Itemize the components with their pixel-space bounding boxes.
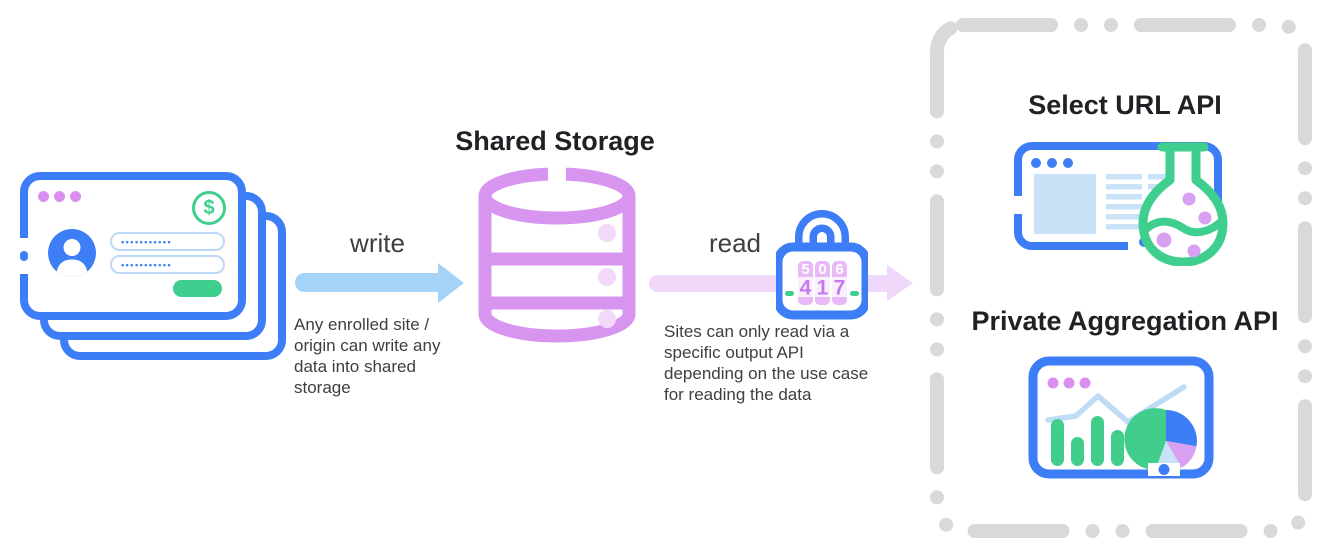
bar-chart-glyph — [1051, 416, 1124, 466]
write-arrow — [295, 273, 438, 292]
write-label: write — [350, 228, 405, 258]
dollar-icon: $ — [192, 191, 226, 225]
password-field[interactable]: ••••••••••• — [110, 232, 225, 251]
browser-card-front: $ ••••••••••• ••••••••••• — [20, 172, 246, 320]
submit-button[interactable] — [173, 280, 222, 297]
dial-top-digit: 0 — [818, 261, 826, 278]
read-label: read — [708, 228, 762, 258]
read-arrow-head-icon — [887, 265, 913, 301]
window-dot-icon — [70, 191, 81, 202]
write-arrow-head-icon — [438, 263, 464, 303]
dial-bottom-digit: 2 — [818, 303, 826, 320]
read-description: Sites can only read via a specific outpu… — [664, 322, 869, 404]
dial-top-digit: 6 — [835, 261, 843, 278]
select-url-api-title: Select URL API — [1028, 90, 1222, 120]
select-url-api-icon — [1012, 142, 1228, 266]
private-aggregation-api-title: Private Aggregation API — [971, 306, 1279, 336]
dial-digit: 1 — [817, 277, 829, 300]
write-description: Any enrolled site / origin can write any… — [294, 315, 441, 397]
experiment-flask-icon — [1138, 142, 1228, 266]
password-field-2[interactable]: ••••••••••• — [110, 255, 225, 274]
combination-lock-icon: 5 0 6 5 2 8 4 1 7 — [776, 210, 868, 320]
shared-storage-title: Shared Storage — [455, 126, 655, 156]
dollar-symbol: $ — [203, 196, 215, 219]
pie-chart-glyph — [1124, 408, 1197, 472]
output-apis-container — [930, 18, 1312, 538]
lock-dials: 5 0 6 5 2 8 4 1 7 — [785, 261, 859, 320]
database-icon — [478, 165, 636, 343]
dial-bottom-digit: 5 — [801, 303, 809, 320]
dial-digit: 7 — [834, 277, 846, 300]
dial-digit: 4 — [800, 277, 812, 300]
window-control-dots — [38, 191, 81, 202]
window-dot-icon — [38, 191, 49, 202]
dashboard-chart-icon — [1028, 356, 1214, 479]
card-border-dash-dot — [20, 251, 28, 261]
dial-bottom-digit: 8 — [835, 303, 843, 320]
cylinder-top-gap — [548, 165, 566, 182]
dial-top-digit: 5 — [801, 261, 809, 278]
user-avatar-icon — [48, 229, 96, 277]
window-dot-icon — [54, 191, 65, 202]
